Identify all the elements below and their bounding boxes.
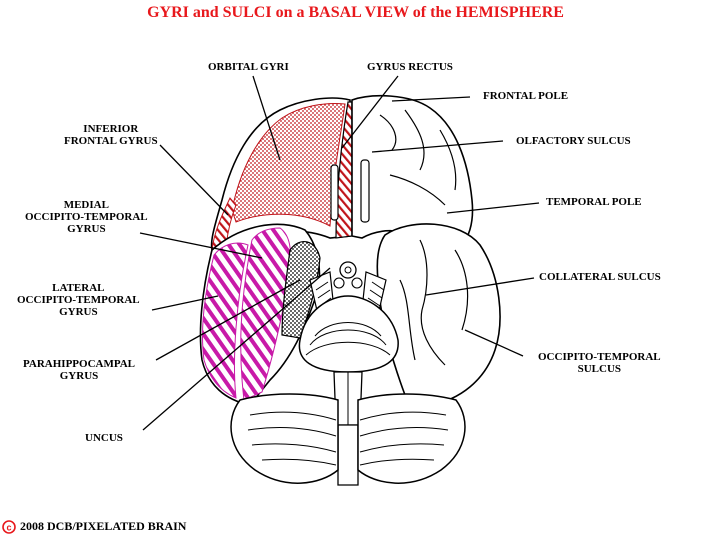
label-gyrus-rectus: GYRUS RECTUS [367,61,453,73]
label-occipito-temporal-sulcus: OCCIPITO-TEMPORAL SULCUS [538,351,661,375]
leader-ot-sulcus [464,329,524,357]
copyright-credit: c 2008 DCB/PIXELATED BRAIN [2,519,186,534]
leader-orbital-gyri [252,75,281,161]
orbital-gyri-region [231,103,346,227]
copyright-icon: c [2,519,16,534]
label-temporal-pole: TEMPORAL POLE [546,196,642,208]
parahippocampal-region [281,241,321,339]
left-frontal-lobe [210,97,353,252]
credit-text: 2008 DCB/PIXELATED BRAIN [20,519,187,533]
leader-collateral-sulcus [425,277,535,296]
cerebellum [230,393,466,484]
label-medial-occipito-temporal-gyrus: MEDIAL OCCIPITO-TEMPORAL GYRUS [25,199,148,235]
leader-frontal-pole [391,96,471,102]
leader-inferior-frontal [159,144,229,216]
leader-gyrus-rectus [341,75,399,149]
left-temporal-lobe [199,223,321,406]
label-olfactory-sulcus: OLFACTORY SULCUS [516,135,631,147]
right-temporal-lobe [376,223,501,406]
brainstem [298,261,399,486]
leader-lateral-ot [151,295,219,311]
leader-lines [139,75,540,431]
label-lateral-occipito-temporal-gyrus: LATERAL OCCIPITO-TEMPORAL GYRUS [17,282,140,318]
label-frontal-pole: FRONTAL POLE [483,90,569,102]
label-collateral-sulcus: COLLATERAL SULCUS [539,271,661,283]
svg-text:c: c [6,522,11,532]
medial-occipito-temporal-region [240,227,292,401]
leader-parahippocampal [155,279,301,361]
label-uncus: UNCUS [85,432,123,444]
leader-olfactory-sulcus [371,140,504,153]
leader-medial-ot [139,232,263,259]
diagram-title: GYRI and SULCI on a BASAL VIEW of the HE… [147,4,564,21]
label-orbital-gyri: ORBITAL GYRI [208,61,289,73]
leader-uncus [142,267,331,431]
leader-temporal-pole [446,202,540,214]
right-frontal-lobe [351,94,474,246]
label-parahippocampal-gyrus: PARAHIPPOCAMPAL GYRUS [23,358,136,382]
lateral-occipito-temporal-region [201,242,249,399]
label-inferior-frontal-gyrus: INFERIOR FRONTAL GYRUS [64,123,158,147]
